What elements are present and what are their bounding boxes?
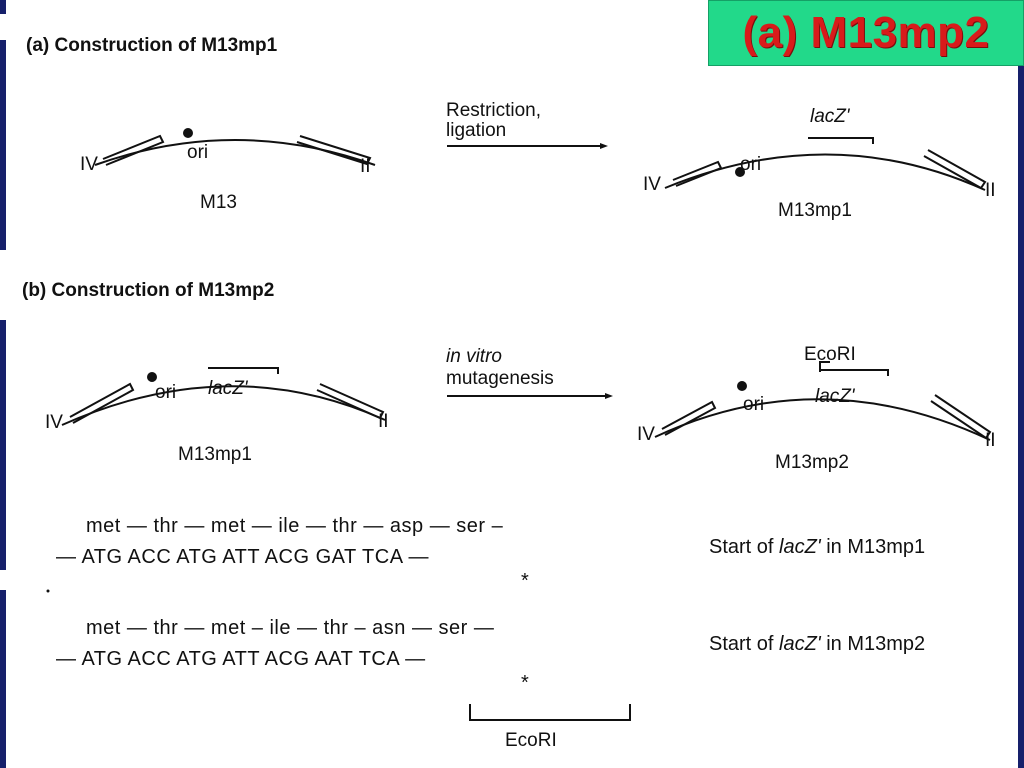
gene-iv-box (102, 134, 165, 166)
lacz-label: lacZ' (810, 106, 850, 127)
section-a-heading: (a) Construction of M13mp1 (26, 35, 278, 56)
gene-ii-label: II (985, 180, 996, 201)
mp2-caption: Start of lacZ' in M13mp2 (709, 633, 925, 656)
gene-ii-box (930, 394, 992, 440)
stray-dot (46, 589, 50, 593)
caption-gene: lacZ' (779, 536, 821, 558)
m13mp2-plasmid-arc (654, 361, 992, 441)
ecori-tick (819, 361, 830, 372)
mutation-marker: * (521, 570, 530, 592)
m13mp1-plasmid-arc (664, 137, 987, 191)
gene-ii-label: II (985, 430, 996, 451)
gene-iv-label: IV (80, 154, 98, 175)
ligation-label: ligation (446, 120, 507, 141)
m13-plasmid-arc (94, 134, 376, 166)
m13-name: M13 (200, 192, 237, 213)
in-vitro-label: in vitro (446, 346, 502, 367)
left-border-bar (0, 0, 6, 768)
ori-dot (737, 381, 747, 391)
ori-dot (735, 167, 745, 177)
gene-iv-label: IV (643, 174, 661, 195)
border-gap (0, 570, 6, 590)
ecori-label: EcoRI (804, 344, 856, 365)
lacz-insert-box (820, 369, 889, 376)
ori-dot (147, 372, 157, 382)
mp2-amino-acids: met — thr — met – ile — thr – asn — ser … (86, 617, 495, 639)
ecori-bracket-label: EcoRI (505, 730, 557, 751)
right-border-bar (1018, 0, 1024, 768)
section-b-heading: (b) Construction of M13mp2 (22, 280, 275, 301)
caption-text: Start of (709, 536, 780, 558)
caption-text: Start of (709, 633, 780, 655)
gene-ii-box (296, 135, 372, 166)
gene-iv-label: IV (637, 424, 655, 445)
ori-label: ori (155, 382, 177, 403)
arrowhead (600, 143, 608, 149)
mp1-nucleotides: — ATG ACC ATG ATT ACG GAT TCA — (56, 546, 429, 568)
arrowhead (605, 393, 613, 399)
lacz-insert-box (808, 137, 874, 144)
ecori-bracket (469, 704, 631, 721)
border-gap (0, 250, 6, 320)
caption-text: in M13mp1 (820, 536, 926, 558)
gene-ii-label: II (378, 411, 389, 432)
m13mp1-name: M13mp1 (778, 200, 852, 221)
gene-iv-box (69, 382, 135, 424)
gene-iv-box (672, 160, 723, 187)
gene-ii-label: II (360, 156, 371, 177)
ori-label: ori (740, 154, 762, 175)
m13mp2-name: M13mp2 (775, 452, 849, 473)
m13mp1-name: M13mp1 (178, 444, 252, 465)
gene-iv-box (661, 400, 717, 436)
restriction-label: Restriction, (446, 100, 542, 121)
slide-title: (a) M13mp2 (742, 8, 990, 57)
m13mp1-plasmid-arc-b (61, 367, 386, 426)
lacz-insert-box (208, 367, 279, 374)
mutation-marker: * (521, 672, 530, 694)
ori-label: ori (187, 142, 209, 163)
gene-iv-label: IV (45, 412, 63, 433)
mutagenesis-label: mutagenesis (446, 368, 554, 389)
gene-ii-box (923, 149, 987, 190)
lacz-label: lacZ' (815, 386, 855, 407)
lacz-label: lacZ' (208, 378, 248, 399)
gene-ii-box (316, 383, 385, 420)
ori-dot (183, 128, 193, 138)
mp1-caption: Start of lacZ' in M13mp1 (709, 536, 925, 559)
mp2-nucleotides: — ATG ACC ATG ATT ACG AAT TCA — (56, 648, 426, 670)
mp1-amino-acids: met — thr — met — ile — thr — asp — ser … (86, 515, 504, 537)
border-gap (0, 14, 6, 40)
caption-text: in M13mp2 (820, 633, 926, 655)
caption-gene: lacZ' (779, 633, 821, 655)
ori-label: ori (743, 394, 765, 415)
